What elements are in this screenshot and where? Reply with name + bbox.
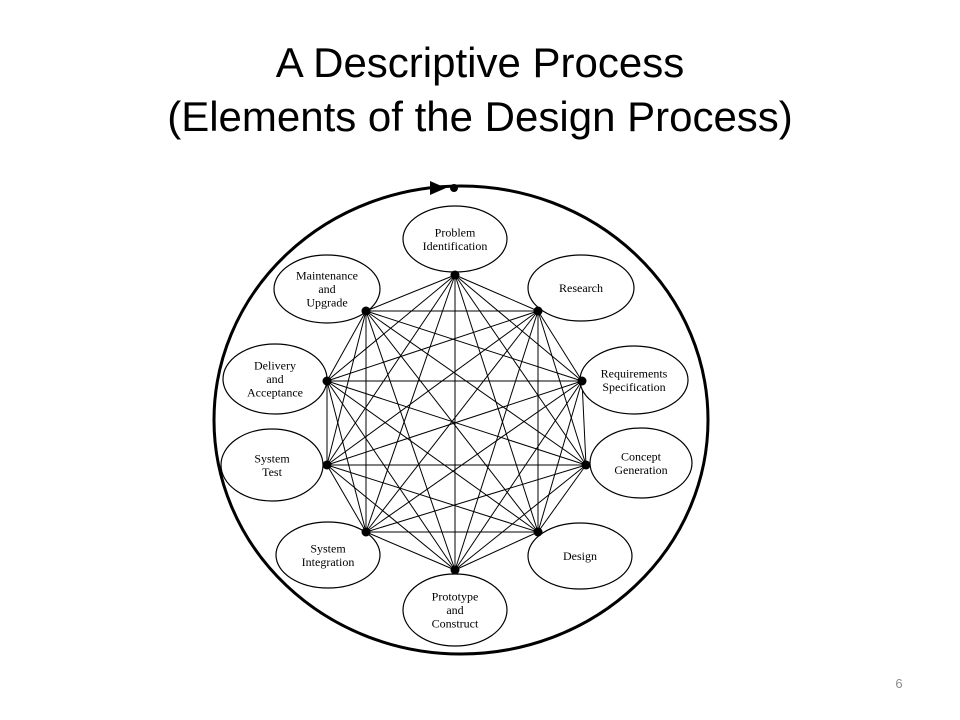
- node-label-line: Delivery: [254, 359, 296, 373]
- connection-dot: [322, 376, 332, 386]
- node-label-line: and: [318, 282, 335, 296]
- edge-research-system-test: [326, 310, 539, 466]
- edge-concept-generation-system-integration: [365, 464, 587, 533]
- edge-problem-identification-system-test: [326, 274, 456, 466]
- node-label-line: System: [310, 541, 346, 555]
- edge-system-test-maintenance-and-upgrade: [326, 310, 367, 466]
- node-label-line: Test: [262, 465, 282, 479]
- slide-title: A Descriptive Process (Elements of the D…: [0, 36, 960, 144]
- connection-dot: [361, 527, 371, 537]
- connection-dot: [577, 376, 587, 386]
- outer-cycle: [212, 181, 710, 656]
- edge-requirements-specification-maintenance-and-upgrade: [365, 310, 583, 382]
- edge-design-prototype-and-construct: [454, 531, 539, 571]
- edge-system-integration-system-test: [326, 464, 367, 533]
- edge-requirements-specification-system-integration: [365, 380, 583, 533]
- edge-research-delivery-and-acceptance: [326, 310, 539, 382]
- connection-dot: [533, 306, 543, 316]
- edge-prototype-and-construct-delivery-and-acceptance: [326, 380, 456, 571]
- edge-concept-generation-design: [537, 464, 587, 533]
- connection-dot: [322, 460, 332, 470]
- node-label-line: Specification: [602, 380, 665, 394]
- edge-requirements-specification-concept-generation: [581, 380, 587, 466]
- node-label-line: and: [446, 603, 463, 617]
- edge-research-requirements-specification: [537, 310, 583, 382]
- edge-system-integration-delivery-and-acceptance: [326, 380, 367, 533]
- edge-problem-identification-design: [454, 274, 539, 533]
- node-label-line: Acceptance: [247, 386, 303, 400]
- connection-dot: [533, 527, 543, 537]
- cycle-start-dot: [450, 184, 458, 192]
- node-ellipse: [275, 521, 381, 589]
- page-number: 6: [895, 676, 903, 691]
- edge-requirements-specification-prototype-and-construct: [454, 380, 583, 571]
- edge-requirements-specification-system-test: [326, 380, 583, 466]
- edge-delivery-and-acceptance-maintenance-and-upgrade: [326, 310, 367, 382]
- node-design: Design: [527, 522, 633, 590]
- edge-prototype-and-construct-system-integration: [365, 531, 456, 571]
- cycle-arrowhead-icon: [430, 181, 446, 195]
- node-label-line: Identification: [423, 239, 488, 253]
- node-label-line: Construct: [432, 617, 479, 631]
- edge-prototype-and-construct-maintenance-and-upgrade: [365, 310, 456, 571]
- node-label-line: Requirements: [601, 366, 668, 380]
- node-label-line: Problem: [435, 225, 476, 239]
- edge-problem-identification-requirements-specification: [454, 274, 583, 382]
- connection-edges: [326, 274, 587, 571]
- node-label-line: Research: [559, 281, 603, 295]
- edge-problem-identification-maintenance-and-upgrade: [365, 274, 456, 312]
- node-label-line: Concept: [621, 449, 662, 463]
- connection-dot: [450, 270, 460, 280]
- node-label-line: Upgrade: [306, 296, 347, 310]
- node-ellipse: [273, 254, 381, 324]
- node-label-line: Maintenance: [296, 269, 358, 283]
- edge-problem-identification-research: [454, 274, 539, 312]
- connection-dot: [450, 565, 460, 575]
- edge-prototype-and-construct-system-test: [326, 464, 456, 571]
- node-label-line: Generation: [614, 463, 667, 477]
- node-label-line: Prototype: [432, 590, 479, 604]
- title-line-2: (Elements of the Design Process): [167, 93, 793, 140]
- node-label-line: Design: [563, 549, 597, 563]
- outer-cycle-circle: [212, 184, 710, 656]
- edge-concept-generation-maintenance-and-upgrade: [365, 310, 587, 466]
- edge-design-maintenance-and-upgrade: [365, 310, 539, 533]
- node-label-line: System: [254, 451, 290, 465]
- title-line-1: A Descriptive Process: [275, 39, 685, 86]
- node-label-line: and: [266, 372, 283, 386]
- connection-dot: [361, 306, 371, 316]
- edge-design-delivery-and-acceptance: [326, 380, 539, 533]
- node-research: Research: [527, 254, 635, 322]
- edge-concept-generation-delivery-and-acceptance: [326, 380, 587, 466]
- node-label-line: Integration: [302, 555, 355, 569]
- node-ellipse: [527, 254, 635, 322]
- node-ellipse: [527, 522, 633, 590]
- edge-concept-generation-prototype-and-construct: [454, 464, 587, 571]
- connection-dot: [581, 460, 591, 470]
- process-nodes: ProblemIdentificationResearchRequirement…: [220, 205, 693, 647]
- edge-problem-identification-concept-generation: [454, 274, 587, 466]
- edge-design-system-test: [326, 464, 539, 533]
